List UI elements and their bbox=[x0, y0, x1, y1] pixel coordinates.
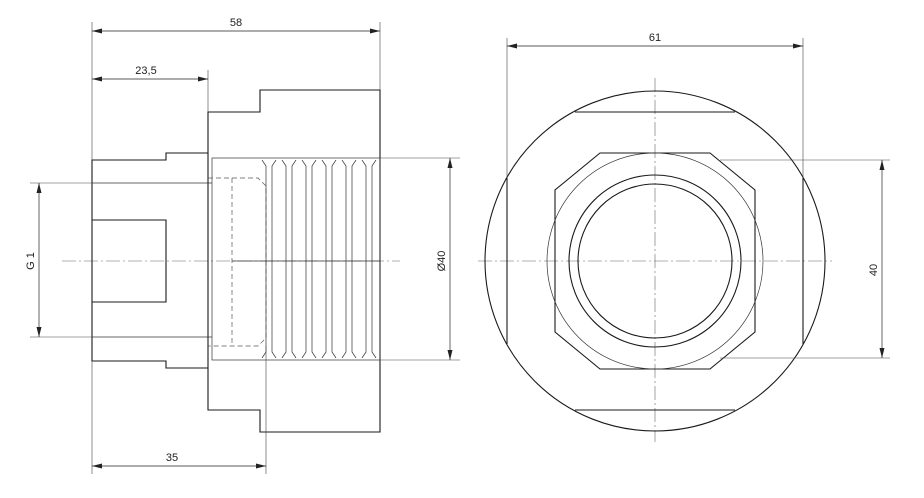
inner-octagon bbox=[554, 152, 756, 370]
dim-across-flats-label: 40 bbox=[868, 264, 880, 276]
dim-hex-length-label: 23,5 bbox=[135, 65, 156, 77]
dimension-35: 35 bbox=[91, 346, 267, 474]
dimension-61: 61 bbox=[506, 32, 804, 178]
dimension-40: 40 bbox=[868, 160, 885, 358]
side-view bbox=[62, 89, 400, 433]
thread-crest bbox=[281, 160, 297, 358]
outer-circle bbox=[484, 90, 826, 432]
thread-crest bbox=[301, 160, 317, 358]
dim-thread-diameter-label: Ø40 bbox=[436, 251, 448, 272]
dim-pipe-thread-label: G 1 bbox=[25, 252, 37, 270]
thread-crest bbox=[341, 160, 357, 358]
front-view bbox=[478, 78, 890, 442]
thread-hidden-outline bbox=[208, 177, 267, 347]
dimension-d40: Ø40 bbox=[380, 157, 460, 361]
dimension-g1: G 1 bbox=[25, 182, 92, 338]
fitting-body-outline bbox=[91, 89, 381, 433]
dim-overall-length-label: 58 bbox=[230, 17, 242, 29]
dimension-58: 58 bbox=[91, 17, 381, 160]
thread-crest bbox=[321, 160, 337, 358]
dim-thread-ref-label: 35 bbox=[166, 452, 178, 464]
thread-crests bbox=[261, 160, 377, 358]
bore-circle bbox=[577, 183, 733, 339]
thread-crest bbox=[261, 160, 277, 358]
bore-outline bbox=[92, 219, 167, 303]
thread-bore bbox=[211, 157, 381, 361]
dimension-23-5: 23,5 bbox=[92, 65, 209, 112]
thread-crest bbox=[361, 160, 377, 358]
inner-circle-mid bbox=[568, 174, 742, 348]
inner-circle-large bbox=[546, 152, 764, 370]
dim-outer-diameter-label: 61 bbox=[649, 32, 661, 44]
